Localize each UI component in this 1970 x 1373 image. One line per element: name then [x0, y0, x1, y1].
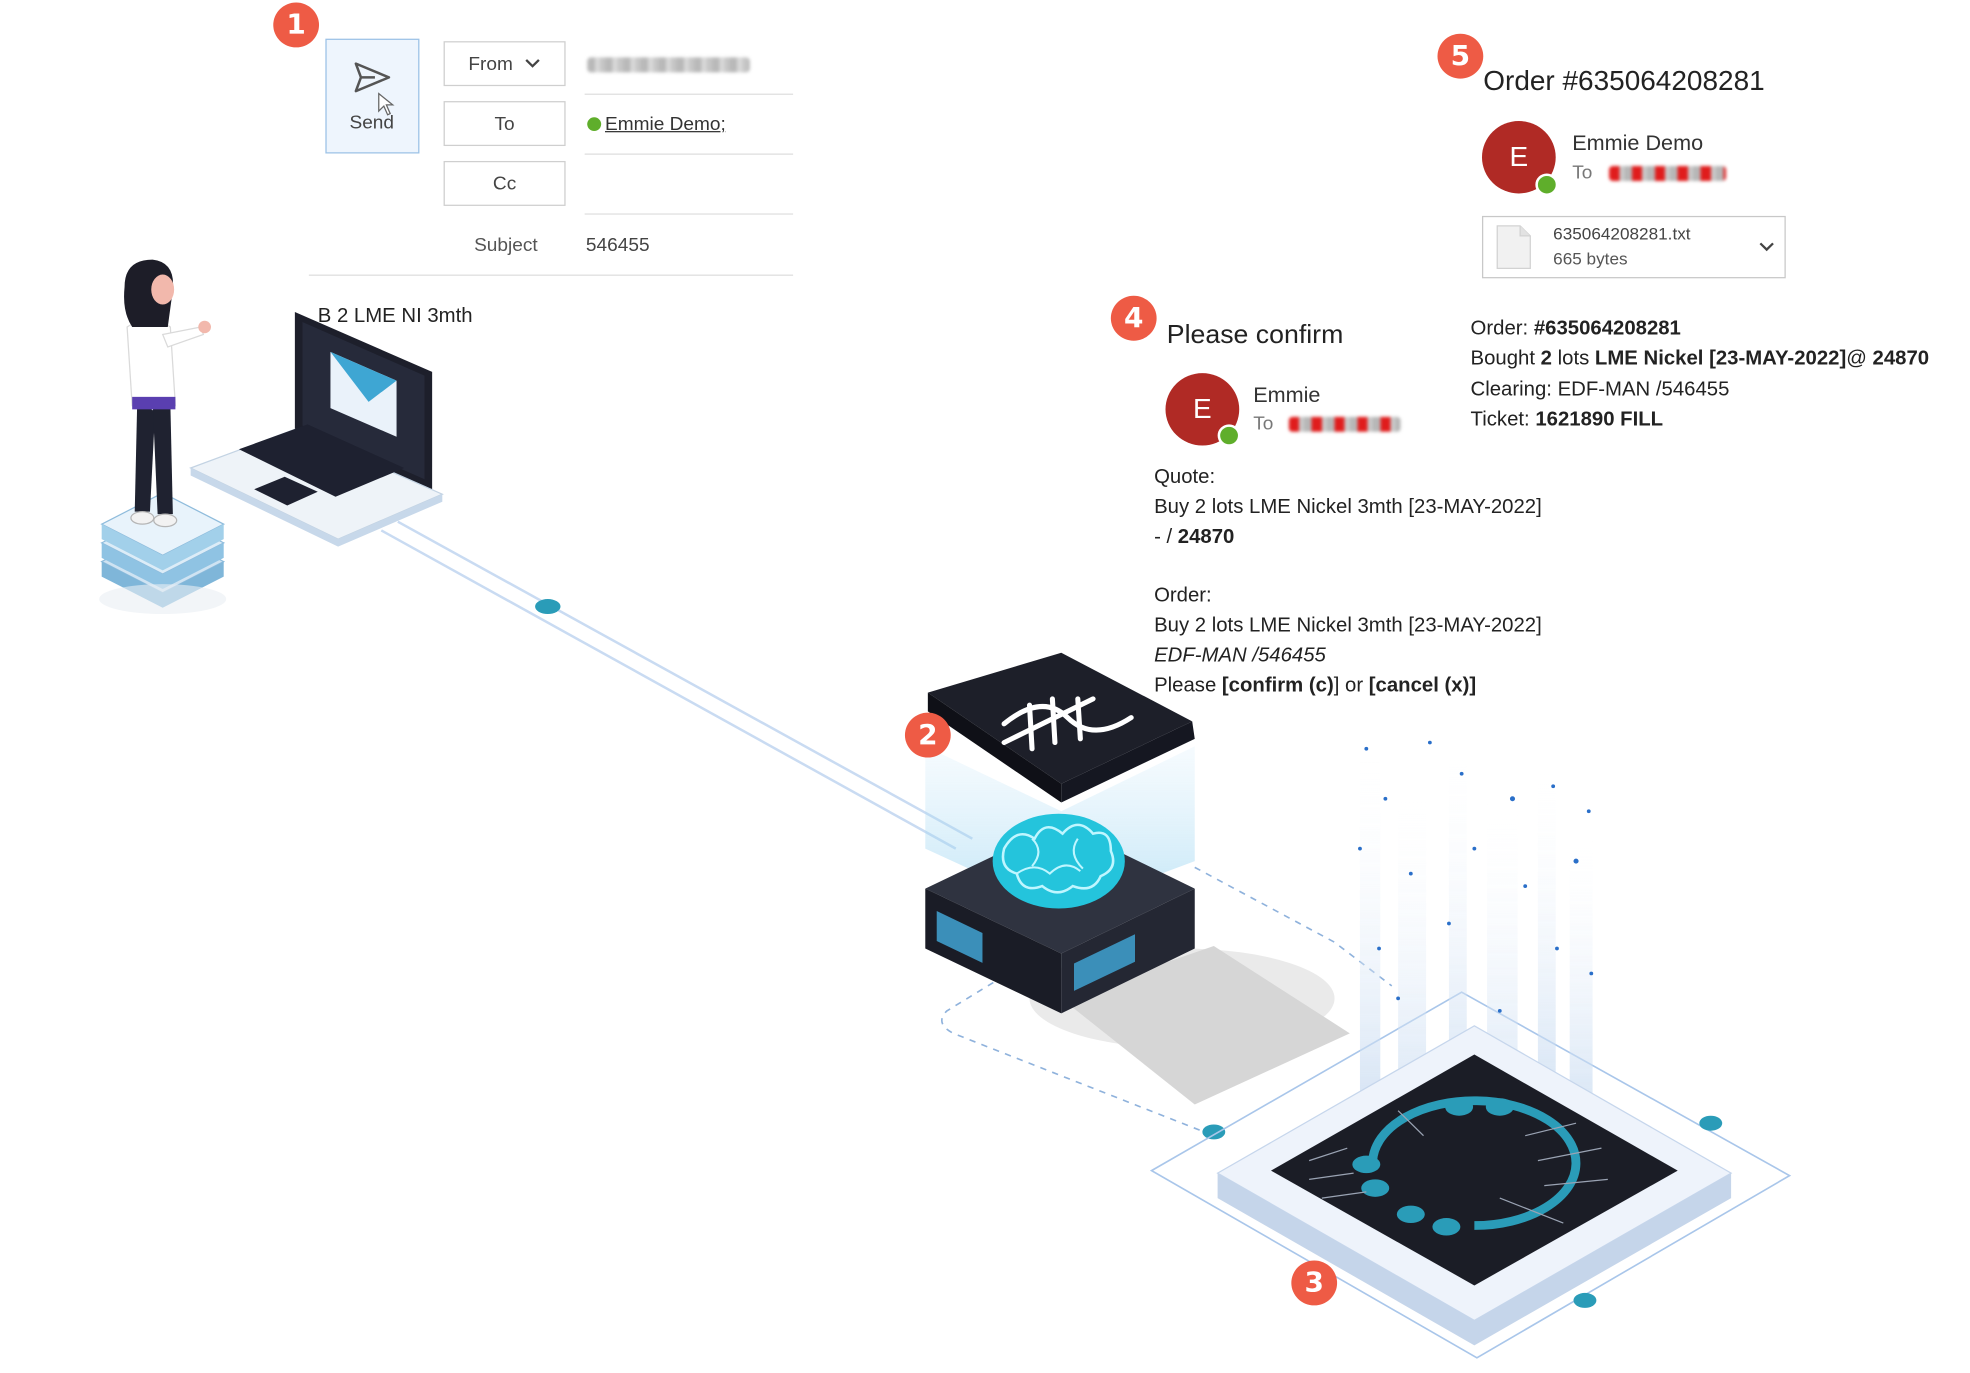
laptop-to-server-connection [380, 520, 973, 850]
from-address-redacted [587, 57, 750, 73]
step-4-badge: 4 [1110, 295, 1157, 341]
connection-node [535, 599, 561, 615]
presence-available-icon [1535, 173, 1559, 196]
connection-node [1699, 1115, 1723, 1131]
processor-chip-illustration [1149, 736, 1792, 1359]
confirm-recipient-redacted [1288, 416, 1401, 432]
quote-line: Buy 2 lots LME Nickel 3mth [23-MAY-2022] [1154, 496, 1542, 518]
email-body-text[interactable]: B 2 LME NI 3mth [317, 305, 473, 327]
bought-line: Bought 2 lots LME Nickel [23-MAY-2022]@ … [1471, 348, 1930, 370]
subject-field[interactable]: 546455 [585, 234, 650, 256]
step-5-badge: 5 [1437, 33, 1484, 79]
step-3-badge: 3 [1291, 1260, 1338, 1306]
connection-node [1573, 1292, 1597, 1308]
brain-icon [992, 813, 1125, 909]
prompt-suffix: ] [1469, 675, 1477, 697]
laptop-illustration [189, 312, 444, 547]
quote-price-line: - / 24870 [1154, 527, 1234, 549]
to-recipient[interactable]: Emmie Demo; [604, 113, 726, 135]
bought-instrument: LME Nickel [23-MAY-2022] [1594, 348, 1847, 370]
presence-available-icon [587, 117, 602, 132]
order-number-line: Order: #635064208281 [1471, 318, 1681, 340]
bought-mid: lots [1551, 348, 1595, 370]
file-icon [1496, 225, 1531, 269]
confirm-option[interactable]: [confirm (c) [1221, 675, 1334, 697]
chevron-down-icon[interactable] [1758, 241, 1776, 253]
chevron-down-icon [524, 59, 540, 68]
attachment-size: 665 bytes [1553, 249, 1628, 269]
send-button-label: Send [349, 112, 395, 134]
clearing-line: Clearing: EDF-MAN /546455 [1470, 379, 1730, 401]
prompt-mid: ] or [1333, 675, 1369, 697]
order-to-label: To [1572, 162, 1593, 184]
confirm-to-label: To [1253, 413, 1274, 435]
bought-prefix: Bought [1470, 348, 1541, 370]
attachment-filename: 635064208281.txt [1553, 224, 1691, 244]
from-label: From [468, 53, 513, 75]
step-1-badge: 1 [273, 2, 320, 48]
confirm-prompt: Please [confirm (c)] or [cancel (x)] [1154, 675, 1476, 697]
bought-at: @ [1846, 348, 1873, 370]
confirm-sender-name: Emmie [1253, 383, 1321, 407]
ticket-line: Ticket: 1621890 FILL [1471, 409, 1664, 431]
confirm-heading: Please confirm [1166, 320, 1344, 350]
cc-button[interactable]: Cc [443, 160, 566, 206]
ticket-value: 1621890 FILL [1535, 409, 1664, 431]
to-label: To [494, 112, 515, 135]
to-button[interactable]: To [443, 101, 566, 147]
avatar-initial: E [1509, 141, 1529, 173]
subject-label: Subject [474, 234, 538, 256]
from-dropdown[interactable]: From [443, 41, 566, 87]
order-mail-heading: Order #635064208281 [1483, 64, 1765, 97]
ai-server-illustration [925, 652, 1350, 1105]
quote-price-prefix: - / [1154, 526, 1178, 548]
send-button[interactable]: Send [325, 38, 420, 154]
quote-price: 24870 [1177, 526, 1235, 548]
cancel-option[interactable]: [cancel (x) [1368, 675, 1470, 697]
person-illustration [99, 259, 227, 615]
order-number: #635064208281 [1533, 318, 1681, 340]
cc-label: Cc [492, 172, 517, 195]
dna-logo-icon [1001, 696, 1134, 752]
step-2-badge: 2 [904, 712, 951, 758]
send-icon [354, 62, 391, 93]
order-label: Order: [1154, 585, 1212, 607]
cursor-icon [378, 92, 395, 116]
ticket-prefix: Ticket: [1470, 409, 1536, 431]
quote-label: Quote: [1154, 466, 1216, 488]
order-recipient-redacted [1609, 165, 1727, 181]
bought-lots: 2 [1540, 348, 1552, 370]
order-line: Buy 2 lots LME Nickel 3mth [23-MAY-2022] [1154, 615, 1542, 637]
bought-price: 24870 [1872, 348, 1930, 370]
presence-available-icon [1217, 424, 1241, 447]
prompt-prefix: Please [1154, 675, 1222, 697]
attachment-card[interactable]: 635064208281.txt 665 bytes [1481, 215, 1786, 279]
order-sender-name: Emmie Demo [1572, 131, 1704, 155]
order-prefix: Order: [1470, 318, 1534, 340]
avatar-initial: E [1193, 393, 1212, 425]
order-clearing: EDF-MAN /546455 [1154, 645, 1326, 667]
connection-node [1202, 1124, 1226, 1140]
